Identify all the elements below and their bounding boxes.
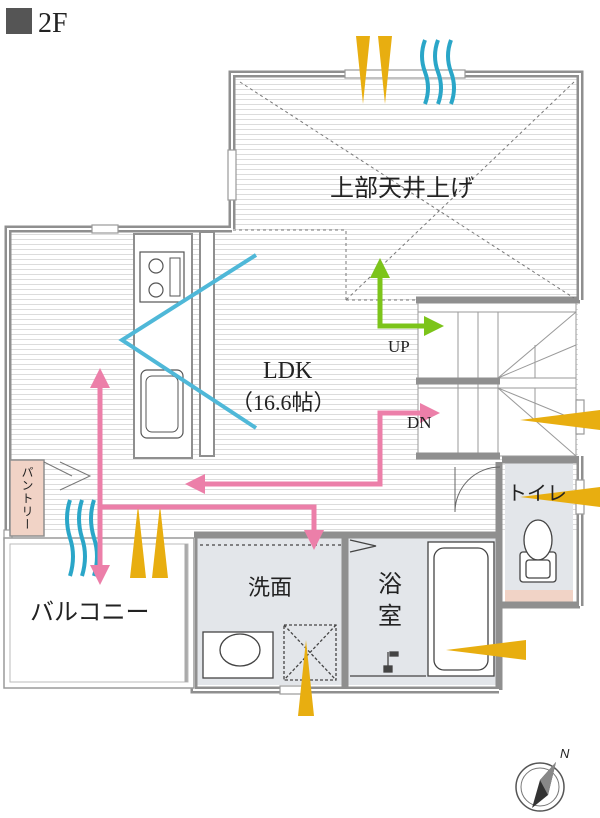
sink (140, 369, 184, 439)
ceiling-void-outline (232, 81, 575, 301)
bathtub (349, 539, 495, 677)
stair-up-arrow (370, 258, 444, 336)
door-swings (454, 466, 501, 513)
toilet-sill (505, 590, 573, 602)
toilet-label: トイレ (507, 483, 567, 505)
wind-indicators (65, 39, 456, 577)
bath-label-line1: 浴 (378, 571, 402, 598)
ldk-size-label: （16.6帖） (231, 390, 336, 415)
toilet-fixture (519, 519, 557, 583)
compass: N (515, 746, 570, 812)
stair-down-label: DN (407, 413, 432, 432)
stair-up-label: UP (388, 337, 410, 356)
washroom-label: 洗面 (248, 575, 292, 600)
bath-label-line2: 室 (378, 603, 402, 630)
ventilation-arrows (90, 368, 440, 585)
pantry (9, 459, 92, 537)
ceiling-area-label: 上部天井上げ (330, 175, 474, 202)
compass-north-label: N (560, 746, 570, 761)
kitchen-counter (133, 231, 215, 459)
wash-basin (200, 544, 342, 681)
balcony-label: バルコニー (30, 600, 150, 626)
floor-label-text: 2F (38, 8, 68, 39)
pantry-label: パントリー (20, 466, 34, 531)
view-lines (118, 253, 258, 430)
light-indicators (130, 36, 600, 716)
floor-label: 2F (6, 8, 68, 39)
floor-label-square (6, 8, 32, 34)
ldk-label: LDK (263, 358, 313, 384)
